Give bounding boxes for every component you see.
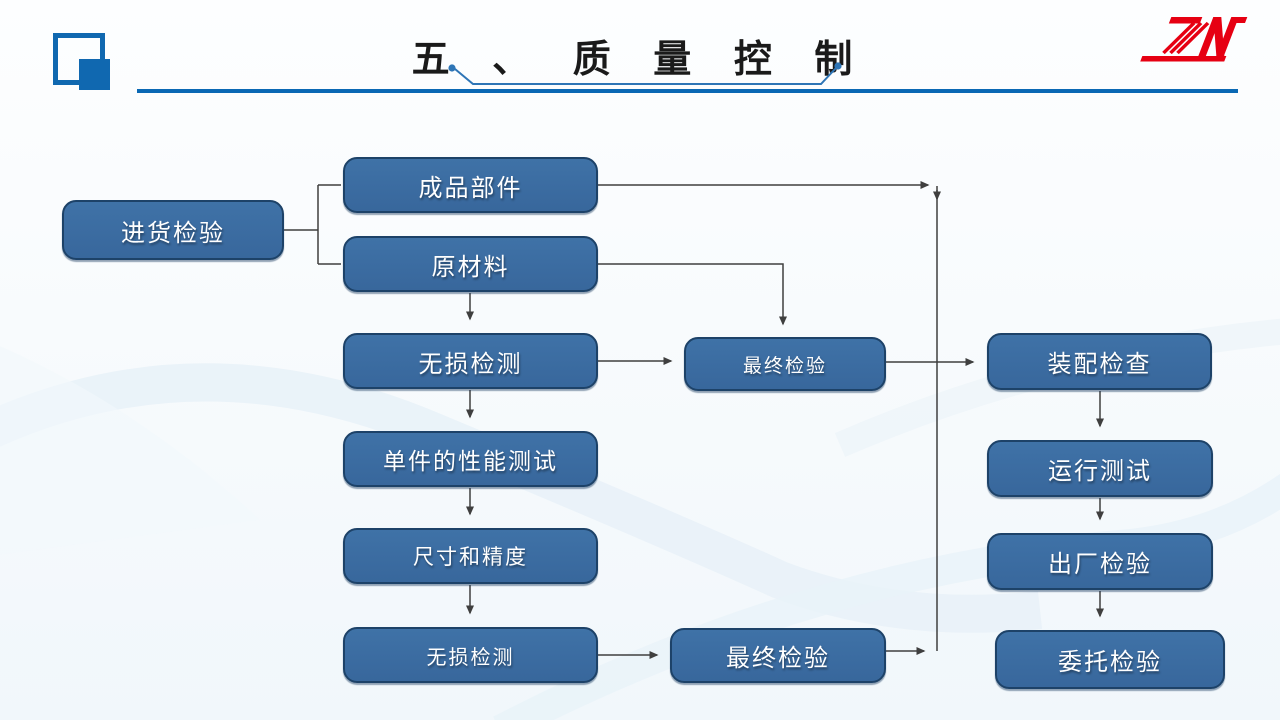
title-square-fill-icon <box>79 59 110 90</box>
flow-node-label: 成品部件 <box>418 174 523 202</box>
company-logo-icon <box>1140 17 1248 62</box>
flow-node-label: 尺寸和精度 <box>413 546 528 569</box>
flow-node-unit-performance-test: 单件的性能测试 <box>343 431 598 487</box>
flow-node-label: 最终检验 <box>726 645 830 672</box>
flow-node-label: 委托检验 <box>1058 649 1162 676</box>
flow-node-factory-inspection: 出厂检验 <box>987 533 1213 590</box>
flow-node-finished-parts: 成品部件 <box>343 157 598 213</box>
flow-node-label: 出厂检验 <box>1048 551 1152 578</box>
flow-node-label: 单件的性能测试 <box>383 448 558 474</box>
header-rule <box>137 89 1238 93</box>
flow-node-assembly-check: 装配检查 <box>987 333 1212 390</box>
flow-node-dimension-precision: 尺寸和精度 <box>343 528 598 584</box>
flow-node-final-inspection-1: 最终检验 <box>684 337 886 391</box>
flow-node-label: 运行测试 <box>1048 458 1152 485</box>
flow-node-raw-material: 原材料 <box>343 236 598 292</box>
flow-node-label: 进货检验 <box>121 219 225 247</box>
flow-node-label: 无损检测 <box>418 350 523 378</box>
flow-node-incoming-inspection: 进货检验 <box>62 200 284 260</box>
flow-node-label: 装配检查 <box>1047 351 1152 378</box>
flow-node-ndt-1: 无损检测 <box>343 333 598 389</box>
flow-node-final-inspection-2: 最终检验 <box>670 628 886 683</box>
title-underline-decoration <box>448 62 842 85</box>
flow-node-label: 最终检验 <box>742 355 827 377</box>
page-title: 五 、 质 量 控 制 <box>411 39 869 81</box>
flow-node-label: 原材料 <box>431 253 510 281</box>
flow-node-entrusted-inspection: 委托检验 <box>995 630 1225 689</box>
flow-node-operation-test: 运行测试 <box>987 440 1213 497</box>
flow-node-label: 无损检测 <box>426 646 515 669</box>
flow-node-ndt-2: 无损检测 <box>343 627 598 683</box>
